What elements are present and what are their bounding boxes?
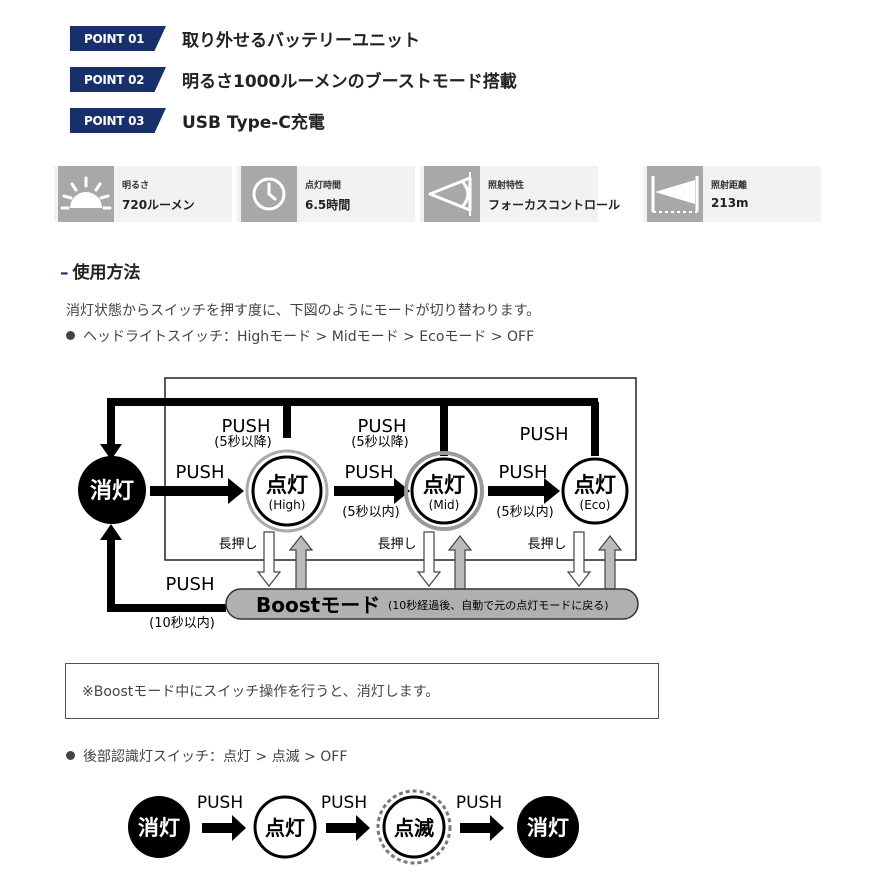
long-press-label: 長押し [377, 537, 416, 552]
point-03: POINT 03 USB Type-C充電 [70, 108, 325, 133]
heading-dash: – [60, 263, 69, 283]
mid-on-label: 点灯 [423, 473, 465, 497]
mode-diagram: 消灯 PUSH 点灯 (High) PUSH (5秒以内) 点灯 (Mid) P… [78, 377, 639, 631]
boost-desc: (10秒経過後、自動で元の点灯モードに戻る) [388, 598, 609, 612]
long-press-label: 長押し [527, 537, 566, 552]
spec-runtime: 点灯時間 6.5時間 [237, 166, 415, 222]
point-badge: POINT 03 [70, 108, 166, 133]
spec-label: 明るさ [122, 181, 150, 191]
push-under-10s-label: (10秒以内) [149, 615, 215, 631]
rear-push-label: PUSH [321, 793, 367, 813]
bullet-icon [66, 331, 75, 340]
point-text: 取り外せるバッテリーユニット [182, 31, 420, 51]
intro-text: 消灯状態からスイッチを押す度に、下図のようにモードが切り替わります。 [66, 303, 541, 319]
eco-on-label: 点灯 [574, 473, 616, 497]
spec-label: 照射特性 [488, 181, 525, 191]
push-under-5s-label: (5秒以内) [496, 504, 553, 520]
long-press-label: 長押し [218, 537, 257, 552]
eco-mode-label: (Eco) [580, 498, 611, 512]
distance-icon [647, 166, 703, 222]
spec-label: 点灯時間 [305, 181, 342, 191]
push-label: PUSH [222, 416, 271, 437]
rear-on-label: 点灯 [265, 816, 305, 840]
push-label: PUSH [358, 416, 407, 437]
push-label: PUSH [345, 462, 394, 483]
rear-push-label: PUSH [456, 793, 502, 813]
clock-icon [241, 166, 297, 222]
point-text: 明るさ1000ルーメンのブーストモード搭載 [182, 72, 517, 92]
rear-off-label: 消灯 [527, 816, 569, 840]
push-under-5s-label: (5秒以内) [342, 504, 399, 520]
push-label: PUSH [499, 462, 548, 483]
headlight-line-text: ヘッドライトスイッチ：Highモード > Midモード > Ecoモード > O… [83, 329, 535, 345]
boost-note: ※Boostモード中にスイッチ操作を行うと、消灯します。 [82, 684, 440, 700]
spec-brightness: 明るさ 720ルーメン [54, 166, 232, 222]
heading-text: 使用方法 [72, 263, 141, 283]
headlight-line: ヘッドライトスイッチ：Highモード > Midモード > Ecoモード > O… [66, 326, 534, 346]
spec-value: フォーカスコントロール [488, 198, 621, 212]
beam-focus-icon [424, 166, 480, 222]
spec-value: 213m [711, 196, 749, 210]
bullet-icon [66, 751, 75, 760]
rear-line: 後部認識灯スイッチ：点灯 > 点滅 > OFF [66, 746, 347, 766]
point-01: POINT 01 取り外せるバッテリーユニット [70, 26, 420, 51]
rear-push-label: PUSH [197, 793, 243, 813]
spec-label: 照射距離 [711, 181, 748, 191]
push-label: PUSH [520, 424, 569, 445]
high-mode-label: (High) [269, 498, 306, 512]
high-on-label: 点灯 [266, 473, 308, 497]
point-text: USB Type-C充電 [182, 113, 325, 133]
point-02: POINT 02 明るさ1000ルーメンのブーストモード搭載 [70, 67, 517, 92]
mid-mode-label: (Mid) [429, 498, 460, 512]
brightness-icon [58, 166, 114, 222]
point-badge: POINT 02 [70, 67, 166, 92]
spec-value: 6.5時間 [305, 198, 351, 212]
rear-line-text: 後部認識灯スイッチ：点灯 > 点滅 > OFF [83, 749, 348, 765]
push-5s-label: (5秒以降) [351, 435, 408, 450]
section-heading: –使用方法 [60, 258, 141, 283]
spec-beam: 照射特性 フォーカスコントロール [420, 166, 620, 222]
spec-value: 720ルーメン [122, 198, 195, 212]
push-5s-label: (5秒以降) [214, 435, 271, 450]
rear-blink-label: 点滅 [394, 816, 434, 840]
boost-mode-label: Boostモード [256, 593, 380, 617]
spec-distance: 照射距離 213m [643, 166, 821, 222]
push-label: PUSH [166, 574, 215, 595]
rear-off-label: 消灯 [138, 816, 180, 840]
boost-note-box: ※Boostモード中にスイッチ操作を行うと、消灯します。 [65, 663, 659, 719]
off-label: 消灯 [90, 479, 134, 504]
push-label: PUSH [176, 462, 225, 483]
point-badge: POINT 01 [70, 26, 166, 51]
rear-diagram: 消灯 PUSH 点灯 PUSH 点滅 PUSH 消灯 [128, 789, 579, 865]
